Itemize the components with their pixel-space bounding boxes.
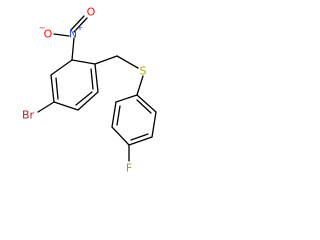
double-bond-inner: [55, 77, 59, 100]
double-bond-inner: [116, 105, 121, 126]
bond: [50, 59, 73, 76]
double-bond-inner: [130, 133, 149, 141]
nitrogen-atom-label: N: [69, 28, 77, 41]
bond: [37, 101, 55, 113]
bond: [115, 94, 138, 103]
bond: [94, 55, 118, 65]
double-bond-inner: [75, 91, 93, 106]
fluorophenyl-ring: [111, 94, 157, 146]
bond: [53, 101, 79, 111]
bond: [94, 63, 99, 93]
oxygen-top-atom-label: O: [87, 6, 96, 19]
bond: [111, 126, 130, 146]
bond: [50, 74, 55, 103]
bond: [128, 136, 153, 146]
bond: [70, 15, 85, 31]
bromonitrobenzene-ring: [50, 59, 99, 111]
bond: [71, 59, 96, 65]
double-bond-inner: [136, 99, 152, 114]
bond: [136, 75, 144, 96]
bond: [111, 101, 117, 128]
oxygen-left-atom-label: O: [44, 28, 53, 41]
bond: [73, 17, 88, 33]
nitro-group: [53, 15, 88, 61]
oxygen-left-charge: −: [39, 24, 46, 33]
bond: [71, 37, 75, 61]
molecule-drawing: N + O O − Br S F: [22, 6, 157, 175]
fluorine-atom-label: F: [126, 162, 132, 175]
bond: [116, 55, 139, 69]
double-bond-inner: [90, 68, 94, 90]
bond: [53, 33, 70, 37]
sulfur-atom-label: S: [140, 65, 147, 78]
structure-diagram: N + O O − Br S F: [0, 0, 179, 185]
bromine-atom-label: Br: [22, 109, 35, 122]
bond: [151, 111, 157, 138]
bond: [77, 91, 99, 111]
nitrogen-charge: +: [77, 24, 84, 33]
bond: [136, 94, 157, 113]
